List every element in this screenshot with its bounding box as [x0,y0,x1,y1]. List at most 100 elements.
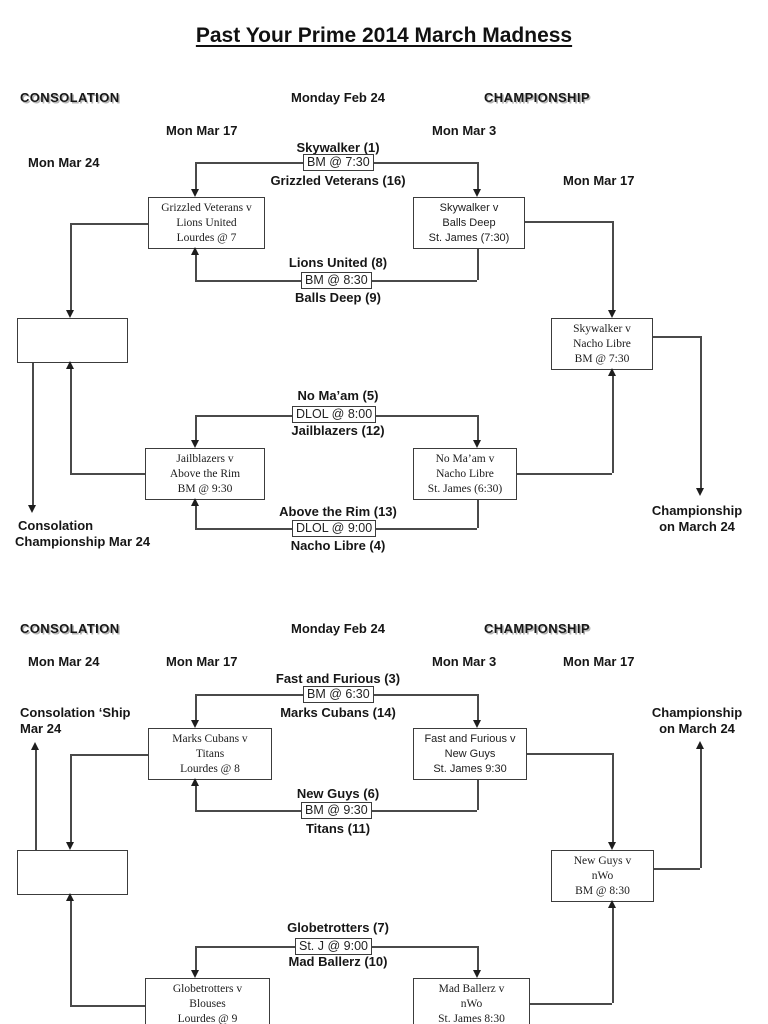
bracket-connector [477,415,479,442]
match-box-winners-semi: No Ma’am v Nacho Libre St. James (6:30) [413,448,517,500]
team-seed-label: Skywalker (1) [296,140,380,155]
date-left-inner: Mon Mar 17 [166,654,238,669]
arrow-down-icon [66,842,74,850]
footer-line: on March 24 [659,721,735,736]
bracket-connector [70,473,145,475]
arrow-down-icon [28,505,36,513]
team-seed-label: Globetrotters (7) [287,920,389,935]
championship-footer: Championship on March 24 [627,705,767,737]
bracket-connector [32,361,34,506]
date-right-outer: Mon Mar 17 [563,173,635,188]
bracket-connector [70,754,72,842]
championship-footer: Championship on March 24 [627,503,767,535]
match-line: St. James (7:30) [428,231,510,244]
bracket-connector [523,221,612,223]
match-box-consolation-semi: Jailblazers v Above the Rim BM @ 9:30 [145,448,265,500]
match-line: New Guys [444,747,496,760]
match-line: Marks Cubans v [172,732,248,745]
team-seed-label: Above the Rim (13) [279,504,397,519]
match-line: No Ma’am v [435,452,495,465]
arrow-up-icon [66,893,74,901]
team-seed-label: Fast and Furious (3) [275,671,401,686]
arrow-down-icon [191,970,199,978]
venue-box: BM @ 8:30 [301,272,372,289]
match-line: Nacho Libre [436,467,494,480]
bracket-connector [652,868,700,870]
venue-box: St. J @ 9:00 [295,938,372,955]
match-line: Lourdes @ 9 [177,1012,238,1024]
arrow-down-icon [473,720,481,728]
match-box-final: New Guys v nWo BM @ 8:30 [551,850,654,902]
match-line: Fast and Furious v [424,732,516,745]
consolation-header: CONSOLATION [20,90,120,105]
bracket-connector [70,754,148,756]
arrow-down-icon [473,440,481,448]
match-line: Nacho Libre [573,337,631,350]
round1-date-label: Monday Feb 24 [291,90,385,105]
championship-header: CHAMPIONSHIP [484,621,590,636]
bracket-connector [612,221,614,311]
bracket-connector [477,498,479,528]
footer-line: on March 24 [659,519,735,534]
team-seed-label: Nacho Libre (4) [290,538,386,553]
arrow-down-icon [608,310,616,318]
match-line: BM @ 7:30 [574,352,630,365]
match-line: Titans [195,747,225,760]
bracket-connector [477,694,479,722]
team-seed-label: Balls Deep (9) [295,290,381,305]
match-line: Blouses [189,997,226,1010]
footer-line: Championship [651,503,743,518]
match-line: Lions United [176,216,237,229]
venue-box: DLOL @ 9:00 [292,520,377,537]
footer-line: Consolation ‘Ship [20,705,131,720]
bracket-connector [477,946,479,972]
match-line: Mad Ballerz v [438,982,505,995]
venue-box: BM @ 7:30 [303,154,374,171]
match-line: New Guys v [573,854,632,867]
match-line: nWo [591,869,614,882]
team-seed-label: Titans (11) [305,821,371,836]
bracket-connector [525,753,612,755]
bracket-connector [477,162,479,191]
bracket-connector [612,753,614,842]
bracket-connector [477,778,479,810]
arrow-down-icon [191,189,199,197]
consolation-footer: Consolation ‘Ship Mar 24 [20,705,131,737]
date-left-inner: Mon Mar 17 [166,123,238,138]
bracket-connector [70,1005,145,1007]
venue-box: DLOL @ 8:00 [292,406,377,423]
empty-match-box [17,318,128,363]
arrow-up-icon [608,368,616,376]
match-line: Above the Rim [169,467,241,480]
bracket-connector [35,748,37,850]
round1-date-label: Monday Feb 24 [291,621,385,636]
bracket-connector [612,374,614,473]
arrow-up-icon [66,361,74,369]
match-line: Balls Deep [442,216,496,229]
arrow-up-icon [608,900,616,908]
arrow-down-icon [473,970,481,978]
match-box-winners-semi: Mad Ballerz v nWo St. James 8:30 [413,978,530,1024]
bracket-connector [700,747,702,868]
date-left-outer: Mon Mar 24 [28,155,100,170]
arrow-up-icon [696,741,704,749]
match-box-consolation-semi: Globetrotters v Blouses Lourdes @ 9 [145,978,270,1024]
match-line: BM @ 8:30 [575,884,630,897]
venue-box: BM @ 6:30 [303,686,374,703]
arrow-down-icon [66,310,74,318]
date-right-outer: Mon Mar 17 [563,654,635,669]
team-seed-label: New Guys (6) [296,786,380,801]
bracket-connector [477,247,479,280]
page-title: Past Your Prime 2014 March Madness [195,24,573,47]
team-seed-label: Marks Cubans (14) [280,705,396,720]
match-line: Skywalker v [439,201,499,214]
match-box-winners-semi: Skywalker v Balls Deep St. James (7:30) [413,197,525,249]
bracket-connector [195,946,197,972]
team-seed-label: Grizzled Veterans (16) [270,173,406,188]
date-left-outer: Mon Mar 24 [28,654,100,669]
team-seed-label: Jailblazers (12) [291,423,385,438]
match-line: St. James 8:30 [438,1012,505,1024]
bracket-connector [515,473,612,475]
match-line: Skywalker v [573,322,631,335]
